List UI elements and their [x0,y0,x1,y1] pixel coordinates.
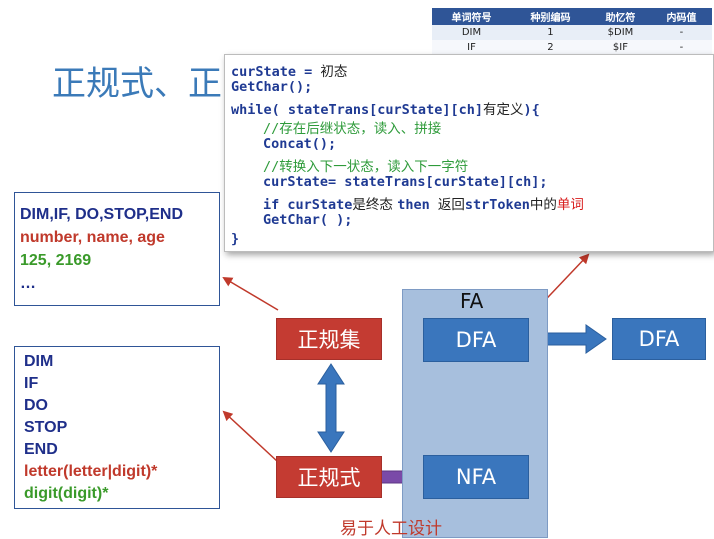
expr-dim: DIM [24,353,54,370]
table-cell: $DIM [589,25,651,40]
code-line-8: if curState是终态 then 返回strToken中的单词 [263,197,584,213]
code-line-7: curState= stateTrans[curState][ch]; [263,174,548,190]
table-cell: $IF [589,40,651,55]
code-line-2: GetChar(); [231,79,313,95]
minimized-dfa-node: DFA [612,318,706,360]
table-cell: 2 [510,40,590,55]
easy-design-annotation: 易于人工设计 [340,519,442,539]
example-numbers: 125, 2169 [20,252,92,269]
arrow-regular-set-to-examples [222,276,279,311]
expr-stop: STOP [24,419,68,436]
regular-expr-examples-box: DIM IF DO STOP END letter(letter|digit)*… [14,346,220,509]
code-line-10: } [231,231,240,247]
code-line-1: curState = 初态 [231,64,348,80]
header-cell: 种别编码 [510,8,590,25]
arrow-regular-expr-to-examples [222,410,279,463]
token-table-header: 单词符号 种别编码 助忆符 内码值 [432,8,712,25]
example-keywords: DIM,IF, DO,STOP,END [20,206,183,223]
arrow-dfa-to-dfa [543,324,607,354]
code-line-5: Concat(); [263,136,337,152]
code-box: curState = 初态 GetChar(); while( stateTra… [224,54,714,252]
table-cell: - [650,25,712,40]
regular-expr-node: 正规式 [276,456,382,498]
slide-title: 正规式、正 [52,64,222,104]
table-row: IF 2 $IF - [432,40,712,55]
header-cell: 内码值 [650,8,712,25]
code-line-4: //存在后继状态，读入、拼接 [263,121,442,137]
expr-identifier: letter(letter|digit)* [24,463,158,480]
regular-set-examples-box: DIM,IF, DO,STOP,END number, name, age 12… [14,192,220,306]
regular-set-node: 正规集 [276,318,382,360]
expr-number: digit(digit)* [24,485,109,502]
nfa-node: NFA [423,455,529,499]
fa-label: FA [460,289,484,313]
double-arrow-regular-set-expr [317,363,345,453]
example-identifiers: number, name, age [20,229,165,246]
table-cell: IF [432,40,511,55]
expr-if: IF [24,375,39,392]
code-line-3: while( stateTrans[curState][ch]有定义){ [231,102,540,118]
code-line-9: GetChar( ); [263,212,353,228]
dfa-node: DFA [423,318,529,362]
code-line-6: //转换入下一状态，读入下一字符 [263,159,469,175]
expr-end: END [24,441,58,458]
table-cell: - [650,40,712,55]
header-cell: 助忆符 [589,8,651,25]
table-row: DIM 1 $DIM - [432,25,712,40]
example-ellipsis: … [20,275,36,292]
expr-do: DO [24,397,48,414]
table-cell: 1 [510,25,590,40]
header-cell: 单词符号 [432,8,511,25]
token-table: 单词符号 种别编码 助忆符 内码值 DIM 1 $DIM - IF 2 $IF … [432,8,712,55]
table-cell: DIM [432,25,511,40]
